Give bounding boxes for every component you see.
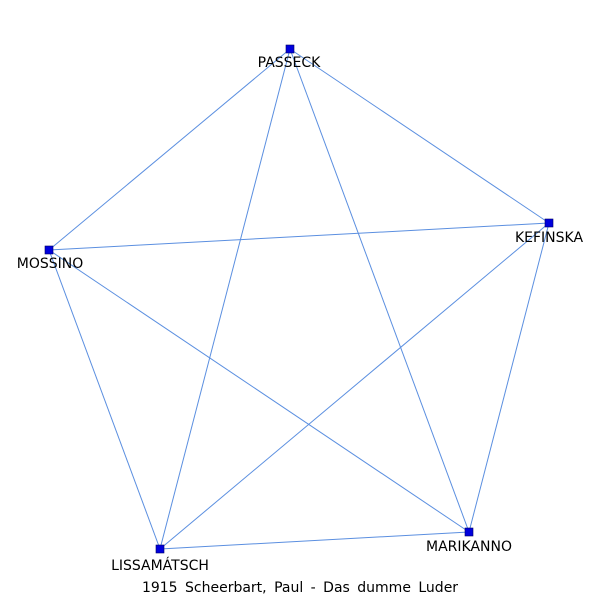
graph-caption: 1915 Scheerbart, Paul - Das dumme Luder	[141, 580, 459, 596]
edge-passeck-mossino	[48, 48, 291, 251]
edge-mossino-marikanno	[48, 249, 470, 533]
edge-passeck-lissamatsch	[159, 48, 291, 550]
node-passeck[interactable]	[285, 44, 295, 54]
edge-marikanno-lissamatsch	[159, 531, 470, 550]
node-kefinska[interactable]	[544, 218, 554, 228]
node-layer	[44, 44, 554, 554]
node-label-lissamatsch: LISSAMÁTSCH	[111, 557, 209, 574]
label-layer: PASSECK KEFINSKA MOSSINO MARIKANNO LISSAMÁTS…	[17, 55, 584, 574]
edge-kefinska-mossino	[48, 222, 550, 251]
node-label-marikanno: MARIKANNO	[426, 539, 512, 555]
edge-layer	[48, 48, 550, 550]
edge-kefinska-marikanno	[468, 222, 550, 533]
node-mossino[interactable]	[44, 245, 54, 255]
node-label-passeck: PASSECK	[258, 55, 322, 71]
edge-kefinska-lissamatsch	[159, 222, 550, 550]
edge-passeck-kefinska	[289, 48, 550, 224]
node-label-mossino: MOSSINO	[17, 256, 84, 272]
node-marikanno[interactable]	[464, 527, 474, 537]
edge-passeck-marikanno	[289, 48, 470, 533]
node-label-kefinska: KEFINSKA	[515, 230, 584, 246]
node-lissamatsch[interactable]	[155, 544, 165, 554]
edge-mossino-lissamatsch	[48, 249, 161, 550]
